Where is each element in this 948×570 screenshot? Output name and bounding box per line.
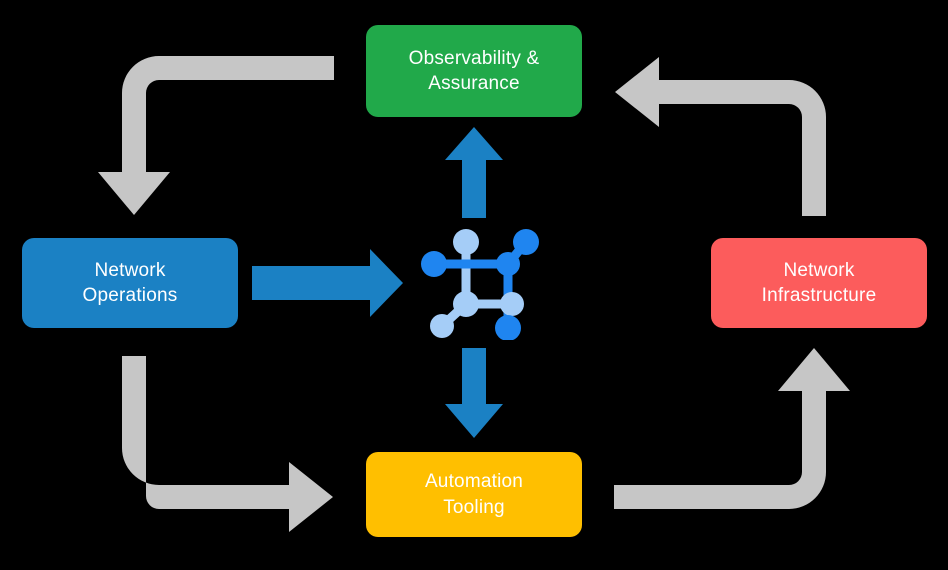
node-infrastructure-label: Network Infrastructure xyxy=(762,258,877,308)
node-infrastructure-label-line1: Network xyxy=(783,259,855,281)
blue-arrow-center-to-automation xyxy=(445,348,503,438)
topology-links-secondary xyxy=(437,240,513,331)
node-operations-label: Network Operations xyxy=(83,258,178,308)
node-network-operations[interactable]: Network Operations xyxy=(22,238,238,328)
node-automation-label: Automation Tooling xyxy=(425,469,523,519)
node-operations-label-line2: Operations xyxy=(82,285,178,306)
topology-nodes-primary xyxy=(421,229,539,340)
node-infrastructure-label-line2: Infrastructure xyxy=(761,285,877,306)
node-observability-label-line2: Assurance xyxy=(428,73,520,94)
network-topology-icon xyxy=(421,229,539,340)
node-operations-label-line1: Network xyxy=(94,259,166,281)
topology-nodes-secondary xyxy=(430,229,524,338)
gray-arrow-infrastructure-to-observability xyxy=(615,57,826,216)
node-observability-label: Observability & Assurance xyxy=(409,46,540,96)
node-automation-label-line1: Automation xyxy=(424,471,524,493)
blue-arrow-center-to-observability xyxy=(445,127,503,218)
node-automation-tooling[interactable]: Automation Tooling xyxy=(366,452,582,537)
gray-arrow-observability-to-operations xyxy=(98,56,334,215)
gray-arrow-automation-to-infrastructure xyxy=(614,348,850,509)
node-observability-assurance[interactable]: Observability & Assurance xyxy=(366,25,582,117)
node-network-infrastructure[interactable]: Network Infrastructure xyxy=(711,238,927,328)
node-observability-label-line1: Observability & xyxy=(408,47,540,69)
node-automation-label-line2: Tooling xyxy=(443,496,505,518)
gray-arrow-operations-to-automation xyxy=(122,356,333,532)
blue-arrow-operations-to-center xyxy=(252,249,403,317)
